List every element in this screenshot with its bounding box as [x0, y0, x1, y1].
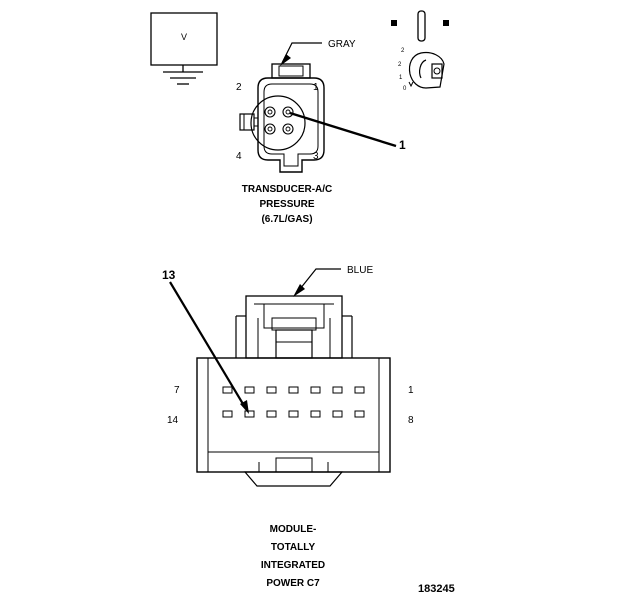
module-caption-line-2: TOTALLY [271, 542, 316, 553]
module-caption-line-4: POWER C7 [266, 578, 320, 589]
transducer-pin-2: 2 [236, 82, 242, 93]
key-position-0: 0 [403, 86, 407, 92]
module-callout: 13 [162, 268, 176, 282]
module-caption: MODULE- TOTALLY INTEGRATED POWER C7 [261, 524, 325, 589]
transducer-connector: GRAY 2 1 4 3 1 [236, 39, 406, 173]
module-wire-color: BLUE [347, 265, 373, 276]
module-pin-14: 14 [167, 415, 179, 426]
transducer-caption-line-2: PRESSURE [259, 199, 314, 210]
module-caption-line-1: MODULE- [270, 524, 317, 535]
module-pin-7: 7 [174, 385, 180, 396]
key-position-2b: 2 [398, 62, 402, 68]
transducer-wire-color: GRAY [328, 39, 356, 50]
transducer-pin-1: 1 [313, 82, 319, 93]
ignition-key-icon: 2 2 1 0 [391, 10, 449, 92]
transducer-caption-line-1: TRANSDUCER-A/C [242, 184, 333, 195]
figure-id: 183245 [418, 583, 455, 595]
module-pin-1: 1 [408, 385, 414, 396]
module-pin-8: 8 [408, 415, 414, 426]
cavity-row-top [222, 386, 365, 394]
key-position-1: 1 [399, 75, 403, 81]
transducer-caption-line-3: (6.7L/GAS) [261, 214, 312, 225]
voltmeter-label: V [181, 32, 187, 42]
transducer-caption: TRANSDUCER-A/C PRESSURE (6.7L/GAS) [242, 184, 333, 225]
module-caption-line-3: INTEGRATED [261, 560, 325, 571]
transducer-pin-4: 4 [236, 151, 242, 162]
transducer-callout: 1 [399, 138, 406, 152]
key-position-2a: 2 [401, 48, 405, 54]
transducer-pin-3: 3 [313, 151, 319, 162]
module-connector: BLUE [162, 265, 414, 487]
cavity-row-bottom [222, 410, 365, 418]
voltmeter-symbol: V [150, 12, 218, 85]
